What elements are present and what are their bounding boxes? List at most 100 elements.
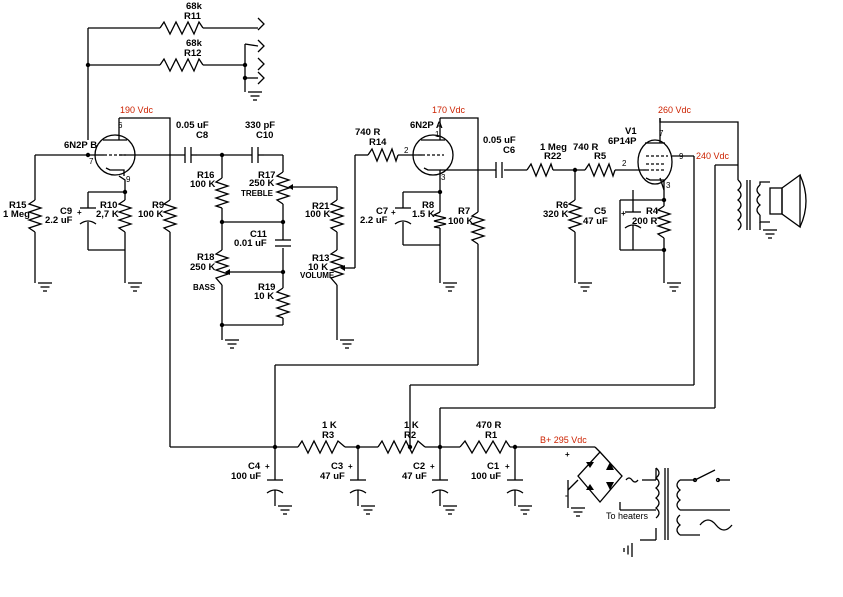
resistor-r11	[159, 20, 204, 36]
resistor-r6	[566, 199, 584, 233]
wires	[34, 17, 739, 511]
resistor-r2	[377, 439, 426, 455]
resistor-r22	[526, 162, 554, 178]
r1-value: 470 R	[476, 420, 501, 431]
r16-ref: R16	[197, 170, 214, 181]
resistor-r18	[213, 249, 231, 286]
heaters-label: To heaters	[606, 511, 649, 521]
speaker-icon	[769, 173, 807, 229]
r21-ref: R21	[312, 201, 330, 212]
pin-9b: 9	[679, 152, 684, 161]
resistor-r5	[584, 162, 616, 179]
r22-ref: R22	[544, 151, 561, 162]
tube-6p14p	[637, 118, 673, 190]
r10-ref: R10	[100, 200, 117, 211]
r9-ref: R9	[152, 200, 164, 211]
tube-6n2p-a	[412, 118, 454, 178]
power-transformer	[640, 467, 733, 541]
c3-value: 47 uF	[320, 471, 345, 482]
tube3-ref: V1	[625, 126, 637, 137]
r12-value: 68k	[186, 38, 203, 49]
r18-name: BASS	[193, 283, 216, 292]
r14-ref: R14	[369, 137, 387, 148]
c7-value: 2.2 uF	[360, 215, 388, 226]
ground-symbols	[37, 91, 778, 558]
resistor-r4	[655, 205, 673, 239]
c11-value: 0.01 uF	[234, 238, 267, 249]
resistor-r17	[274, 171, 292, 205]
pin-2a: 2	[404, 146, 409, 155]
r21-value: 100 K	[305, 209, 330, 220]
c9-value: 2.2 uF	[45, 215, 73, 226]
c9-plus: +	[77, 208, 82, 217]
r3-ref: R3	[322, 430, 334, 441]
r19-ref: R19	[258, 282, 275, 293]
c5-ref: C5	[594, 206, 607, 217]
r17-value: 250 K	[249, 178, 274, 189]
pin-3a: 3	[441, 173, 446, 182]
r2-value: 1 K	[404, 420, 419, 431]
pin-7b: 7	[659, 129, 664, 138]
voltage-240: 240 Vdc	[696, 151, 730, 161]
r4-ref: R4	[646, 206, 659, 217]
resistor-r21	[328, 199, 346, 233]
r18-ref: R18	[197, 252, 214, 263]
pin-6: 6	[118, 121, 123, 130]
resistor-r10	[116, 199, 134, 233]
r17-ref: R17	[258, 170, 275, 181]
resistor-r9	[161, 199, 179, 233]
pin-7a: 7	[89, 157, 94, 166]
c8-value: 0.05 uF	[176, 120, 209, 131]
tube-6n2p-b	[94, 118, 136, 176]
tube3-label: 6P14P	[608, 136, 637, 147]
r1-ref: R1	[485, 430, 498, 441]
resistor-r7	[469, 211, 487, 245]
r2-ref: R2	[404, 430, 416, 441]
c8-ref: C8	[196, 130, 208, 141]
c11-ref: C11	[250, 229, 268, 240]
c4-value: 100 uF	[231, 471, 261, 482]
pin-9a: 9	[126, 175, 131, 184]
resistor-r15	[26, 199, 44, 233]
c1-ref: C1	[487, 461, 500, 472]
c5-plus: +	[621, 209, 626, 218]
r3-value: 1 K	[322, 420, 337, 431]
r15-ref: R15	[9, 200, 27, 211]
r10-value: 2,7 K	[96, 209, 119, 220]
r8-ref: R8	[422, 200, 434, 211]
c5-value: 47 uF	[583, 216, 608, 227]
c4-plus: +	[265, 462, 270, 471]
r13-name: VOLUME	[300, 271, 335, 280]
resistor-r14	[367, 147, 399, 164]
c7-plus: +	[391, 208, 396, 217]
c10-value: 330 pF	[245, 120, 275, 131]
r15-value: 1 Meg	[3, 209, 30, 220]
r13-ref: R13	[312, 253, 329, 264]
tube1-label: 6N2P B	[64, 140, 97, 151]
r11-ref: R11	[184, 11, 202, 22]
c1-value: 100 uF	[471, 471, 501, 482]
c1-plus: +	[505, 462, 510, 471]
r7-value: 100 K	[448, 216, 473, 227]
resistors	[26, 20, 673, 455]
voltage-260: 260 Vdc	[658, 105, 692, 115]
c2-ref: C2	[413, 461, 425, 472]
voltage-bplus: B+ 295 Vdc	[540, 435, 587, 445]
bridge-rectifier	[577, 451, 639, 504]
r5-ref: R5	[594, 151, 607, 162]
r6-value: 320 K	[543, 209, 568, 220]
r18-value: 250 K	[190, 262, 215, 273]
output-transformer	[736, 179, 770, 231]
c2-value: 47 uF	[402, 471, 427, 482]
r4-value: 200 R	[632, 216, 657, 227]
tube2-label: 6N2P A	[410, 120, 443, 131]
r11-value: 68k	[186, 1, 203, 12]
r17-name: TREBLE	[241, 189, 274, 198]
pin-2b: 2	[622, 159, 627, 168]
c7-ref: C7	[376, 206, 388, 217]
r14-value: 740 R	[355, 127, 380, 138]
r13-value: 10 K	[308, 262, 328, 273]
r22-value: 1 Meg	[540, 142, 567, 153]
r5-value: 740 R	[573, 142, 598, 153]
